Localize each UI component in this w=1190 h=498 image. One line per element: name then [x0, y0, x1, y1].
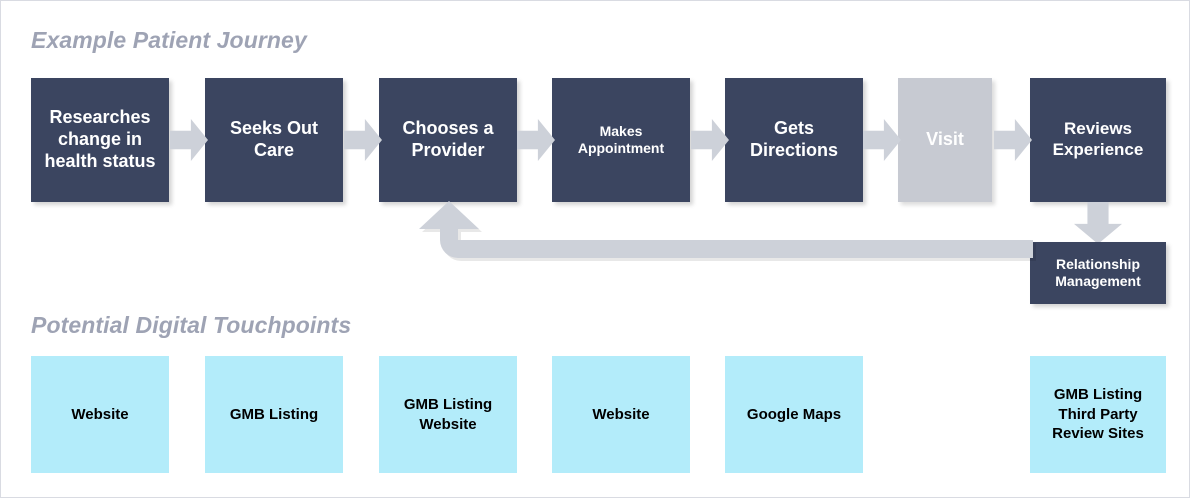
stage-box-makes-appointment[interactable]: Makes Appointment	[552, 78, 690, 202]
touchpoint-box-website-research[interactable]: Website	[31, 356, 169, 473]
stage-box-reviews-experience[interactable]: Reviews Experience	[1030, 78, 1166, 202]
stage-label-visit: Visit	[926, 129, 964, 150]
stage-box-gets-directions[interactable]: Gets Directions	[725, 78, 863, 202]
stage-label-gets-directions: Gets Directions	[749, 118, 839, 160]
touchpoint-box-website-appointment[interactable]: Website	[552, 356, 690, 473]
touchpoint-box-gmb-listing-seeks-care[interactable]: GMB Listing	[205, 356, 343, 473]
arrow-right-icon	[344, 119, 382, 161]
journey-section-title: Example Patient Journey	[31, 27, 307, 53]
stage-label-seeks-out-care: Seeks Out Care	[229, 118, 319, 160]
arrow-right-icon	[994, 119, 1032, 161]
touchpoints-section-title: Potential Digital Touchpoints	[31, 312, 352, 338]
touchpoint-label: GMB Listing Website	[403, 396, 493, 433]
touchpoint-box-google-maps-directions[interactable]: Google Maps	[725, 356, 863, 473]
stage-label-makes-appointment: Makes Appointment	[577, 122, 665, 156]
arrow-right-icon	[691, 119, 729, 161]
touchpoint-box-gmb-listing-third-party-review-sites[interactable]: GMB Listing Third Party Review Sites	[1030, 356, 1166, 473]
stage-label-chooses-a-provider: Chooses a Provider	[402, 118, 494, 160]
arrow-right-icon	[170, 119, 208, 161]
touchpoint-label: GMB Listing	[229, 405, 319, 423]
touchpoint-label: GMB Listing Third Party Review Sites	[1052, 386, 1144, 443]
feedback-loop-path	[419, 201, 1033, 258]
arrow-down-icon	[1074, 202, 1122, 244]
feedback-loop-svg	[419, 201, 1036, 261]
stage-label-reviews-experience: Reviews Experience	[1052, 119, 1144, 159]
arrow-right-icon	[863, 119, 901, 161]
stage-box-researches[interactable]: Researches change in health status	[31, 78, 169, 202]
stage-label-relationship-management: Relationship Management	[1055, 255, 1141, 290]
stage-box-seeks-out-care[interactable]: Seeks Out Care	[205, 78, 343, 202]
touchpoint-label: Website	[592, 405, 650, 423]
arrow-right-icon	[517, 119, 555, 161]
touchpoint-label: Google Maps	[746, 405, 842, 423]
stage-box-visit[interactable]: Visit	[898, 78, 992, 202]
feedback-loop-arrow-icon	[419, 201, 1036, 283]
stage-label-researches: Researches change in health status	[44, 107, 156, 171]
touchpoint-label: Website	[71, 405, 129, 423]
stage-box-relationship-management[interactable]: Relationship Management	[1030, 242, 1166, 304]
touchpoint-box-gmb-listing-website-chooses[interactable]: GMB Listing Website	[379, 356, 517, 473]
stage-box-chooses-a-provider[interactable]: Chooses a Provider	[379, 78, 517, 202]
